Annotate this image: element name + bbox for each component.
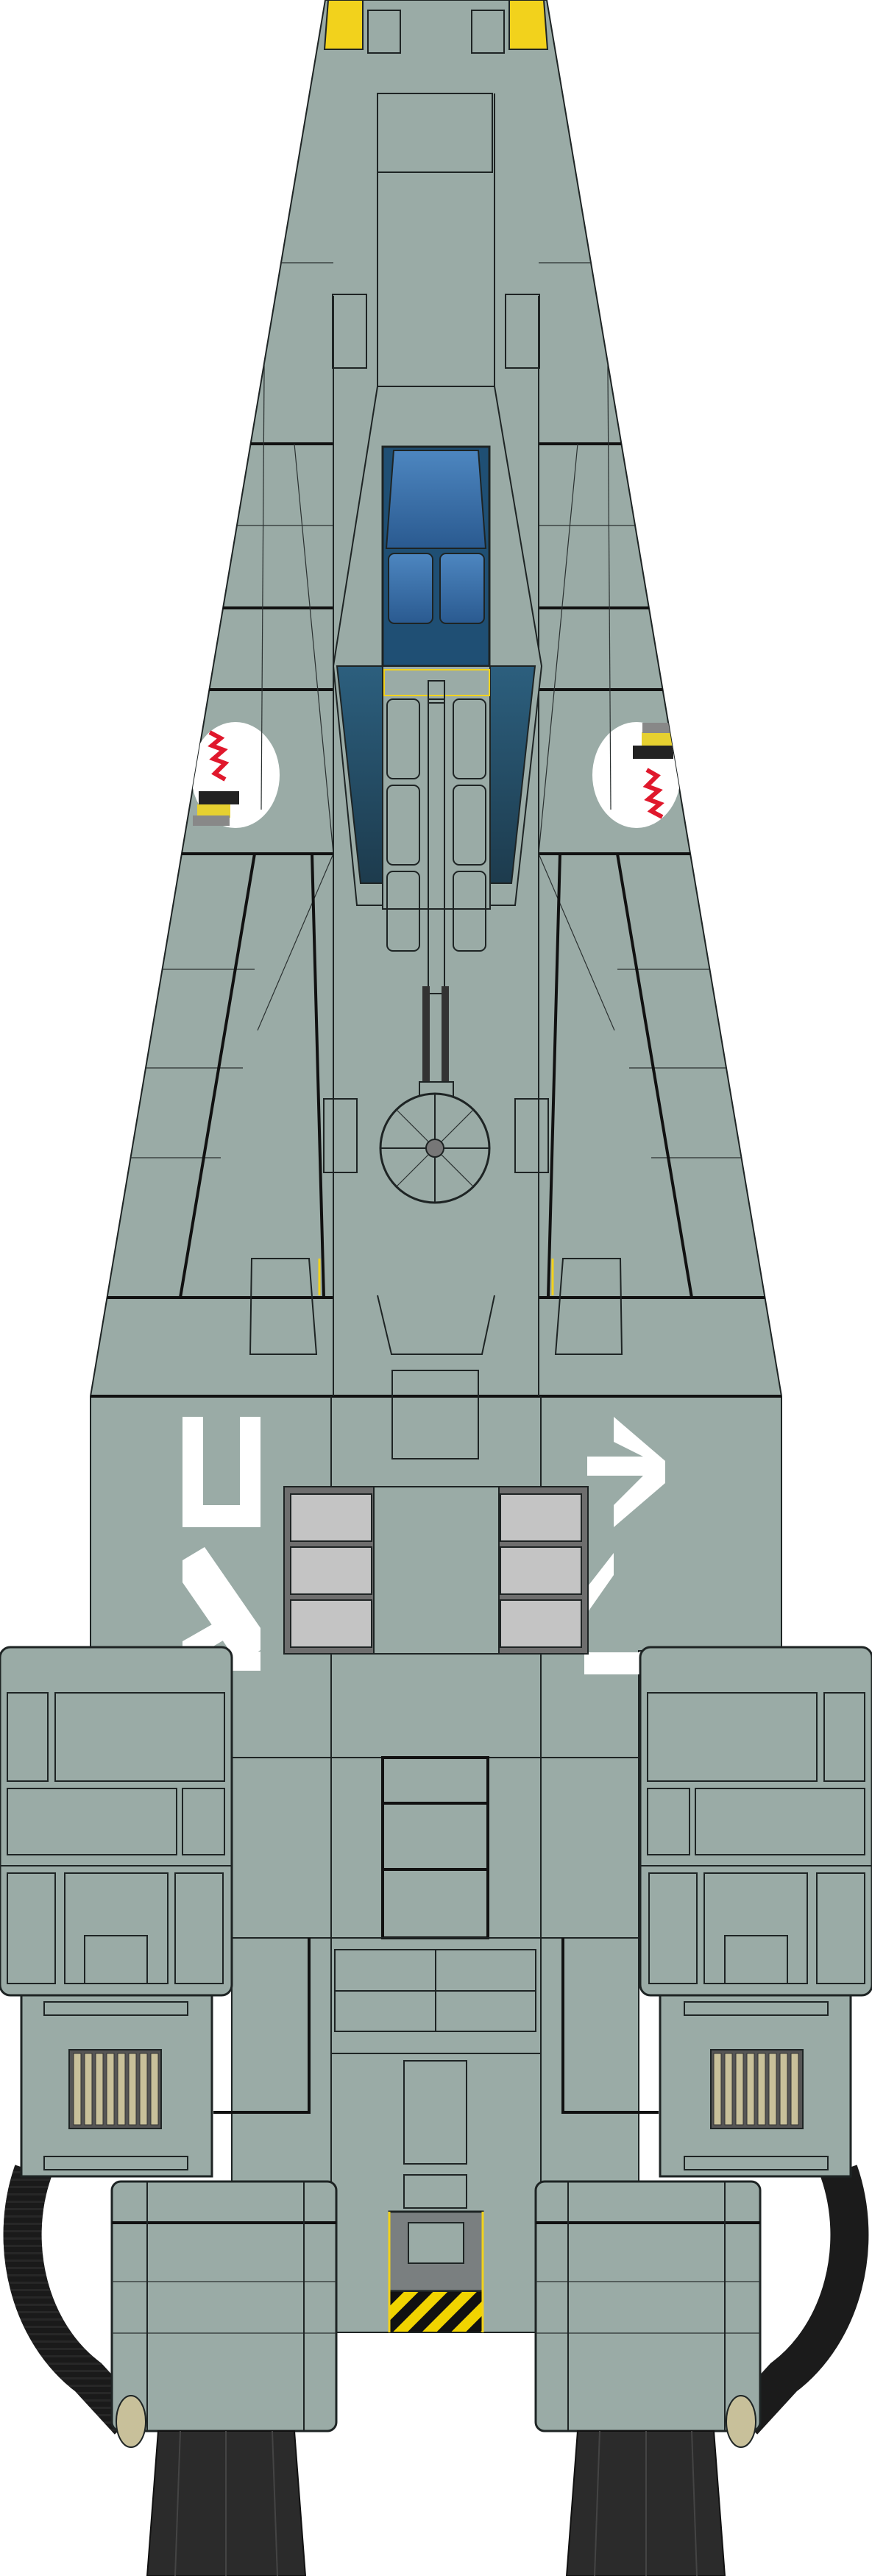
engine-module xyxy=(290,1599,372,1648)
hose-right xyxy=(729,2165,869,2435)
engine-module xyxy=(290,1546,372,1595)
engine-module xyxy=(500,1599,582,1648)
side-pod-left xyxy=(0,1646,338,2576)
nose-vent-left xyxy=(367,10,401,54)
engine-bay xyxy=(283,1486,589,1655)
engine-module xyxy=(500,1546,582,1595)
cockpit-glass xyxy=(385,450,487,549)
nose-tip-left xyxy=(323,0,364,50)
fore-hatch xyxy=(377,93,493,173)
dorsal-turret xyxy=(379,986,491,1204)
engine-module xyxy=(500,1493,582,1542)
nose-tip-right xyxy=(508,0,549,50)
spine-aft xyxy=(377,1295,495,1355)
pilot-seat-right xyxy=(439,553,485,624)
pilot-seat-left xyxy=(388,553,433,624)
canopy xyxy=(332,386,543,994)
aft-body-panels xyxy=(213,1756,659,2333)
nose-vent-right xyxy=(471,10,505,54)
hazard-stripes xyxy=(389,2290,483,2333)
aft-deck-hatch xyxy=(391,1370,479,1459)
roundel-left xyxy=(191,722,280,828)
engine-module xyxy=(290,1493,372,1542)
side-pod-right xyxy=(534,1646,872,2576)
roundel-right xyxy=(592,722,681,828)
